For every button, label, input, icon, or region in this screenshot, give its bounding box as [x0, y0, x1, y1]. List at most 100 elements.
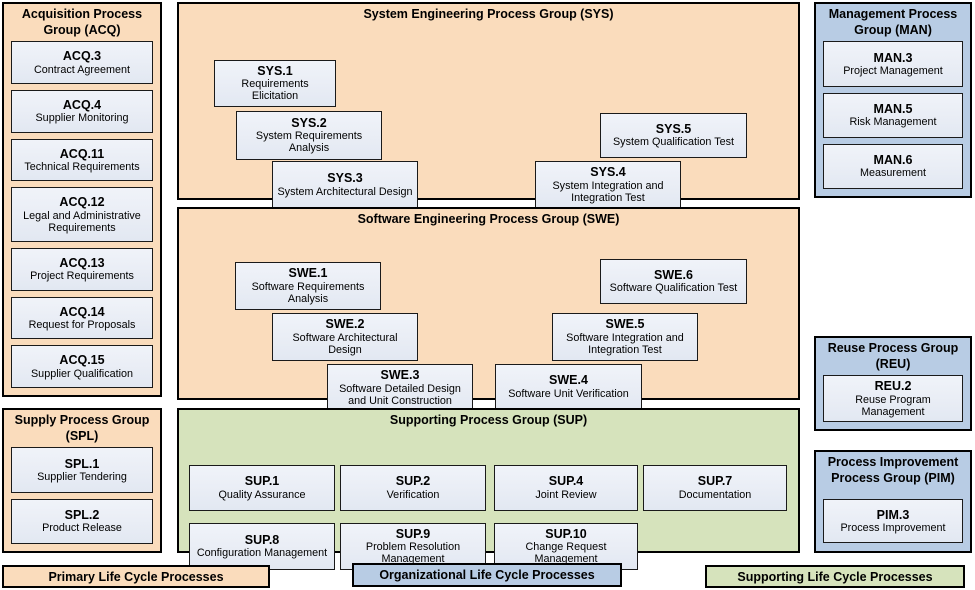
process-id: REU.2	[874, 379, 912, 394]
group-title-acq: Acquisition Process Group (ACQ)	[21, 7, 143, 37]
process-name: Request for Proposals	[28, 319, 136, 332]
process-id: MAN.5	[873, 101, 913, 116]
process-id: ACQ.13	[59, 256, 105, 271]
process-name: Contract Agreement	[33, 63, 131, 76]
process-name: Supplier Tendering	[37, 471, 127, 484]
process-id: SYS.5	[655, 121, 692, 136]
process-id: SWE.4	[549, 373, 588, 388]
process-name: Software Detailed Design and Unit Constr…	[339, 382, 461, 407]
process-id: SWE.2	[325, 317, 365, 332]
process-id: SUP.8	[244, 532, 280, 547]
group-title-man: Management Process Group (MAN)	[828, 7, 958, 37]
process-name: Quality Assurance	[218, 488, 306, 501]
process-name: Requirements Elicitation	[241, 78, 309, 103]
process-name: Risk Management	[849, 116, 937, 129]
process-id: SWE.1	[288, 266, 328, 281]
process-name: System Architectural Design	[277, 185, 413, 198]
process-name: Software Requirements Analysis	[251, 280, 365, 305]
process-name: Process Improvement	[840, 522, 946, 535]
group-title-sup: Supporting Process Group (SUP)	[389, 413, 588, 427]
process-id: SPL.1	[64, 456, 100, 471]
process-id: SYS.4	[590, 165, 626, 180]
group-software-engineering: Software Engineering Process Group (SWE)…	[177, 207, 800, 412]
process-id: SUP.10	[545, 526, 587, 541]
process-id: SUP.9	[395, 526, 431, 541]
process-id: SWE.6	[654, 267, 693, 282]
group-title-pim: Process Improvement Process Group (PIM)	[827, 455, 959, 485]
process-id: SUP.2	[395, 474, 431, 489]
group-title-sys: System Engineering Process Group (SYS)	[363, 7, 614, 21]
process-id: SUP.4	[548, 474, 584, 489]
process-name: Configuration Management	[196, 547, 328, 560]
process-name: Software Architectural Design	[292, 331, 398, 356]
process-id: SYS.2	[291, 115, 327, 130]
process-id: ACQ.12	[59, 195, 105, 210]
process-id: PIM.3	[876, 507, 910, 522]
process-id: SUP.7	[697, 474, 733, 489]
process-name: Supplier Monitoring	[35, 112, 129, 125]
group-system-engineering: System Engineering Process Group (SYS) S…	[177, 2, 800, 209]
process-name: Change Request Management	[525, 541, 607, 566]
process-name: Software Qualification Test	[609, 282, 738, 295]
process-id: MAN.6	[873, 153, 913, 168]
group-title-swe: Software Engineering Process Group (SWE)	[357, 212, 620, 226]
group-process-improvement: Process Improvement Process Group (PIM) …	[814, 450, 972, 553]
process-name: Verification	[386, 488, 440, 501]
process-name: Problem Resolution Management	[365, 541, 461, 566]
process-id: SUP.1	[244, 474, 280, 489]
process-name: Product Release	[42, 522, 122, 535]
process-name: Project Requirements	[30, 270, 134, 283]
process-id: SWE.5	[605, 317, 645, 332]
process-id: ACQ.3	[62, 49, 102, 64]
process-name: System Qualification Test	[612, 136, 735, 149]
process-id: ACQ.4	[62, 97, 102, 112]
legend-organizational-life-cycle: Organizational Life Cycle Processes	[352, 563, 622, 587]
process-name: Documentation	[678, 488, 752, 501]
process-name: Technical Requirements	[24, 160, 140, 173]
process-name: Measurement	[859, 167, 926, 180]
process-name: Project Management	[843, 64, 943, 77]
process-name: System Integration and Integration Test	[552, 179, 664, 204]
process-id: SWE.3	[380, 368, 420, 383]
process-id: ACQ.15	[59, 353, 105, 368]
process-name: Software Integration and Integration Tes…	[566, 331, 684, 356]
group-title-spl: Supply Process Group (SPL)	[14, 413, 150, 443]
process-name: Legal and Administrative Requirements	[23, 209, 141, 234]
process-id: SPL.2	[64, 508, 100, 523]
process-name: System Requirements Analysis	[255, 130, 363, 155]
